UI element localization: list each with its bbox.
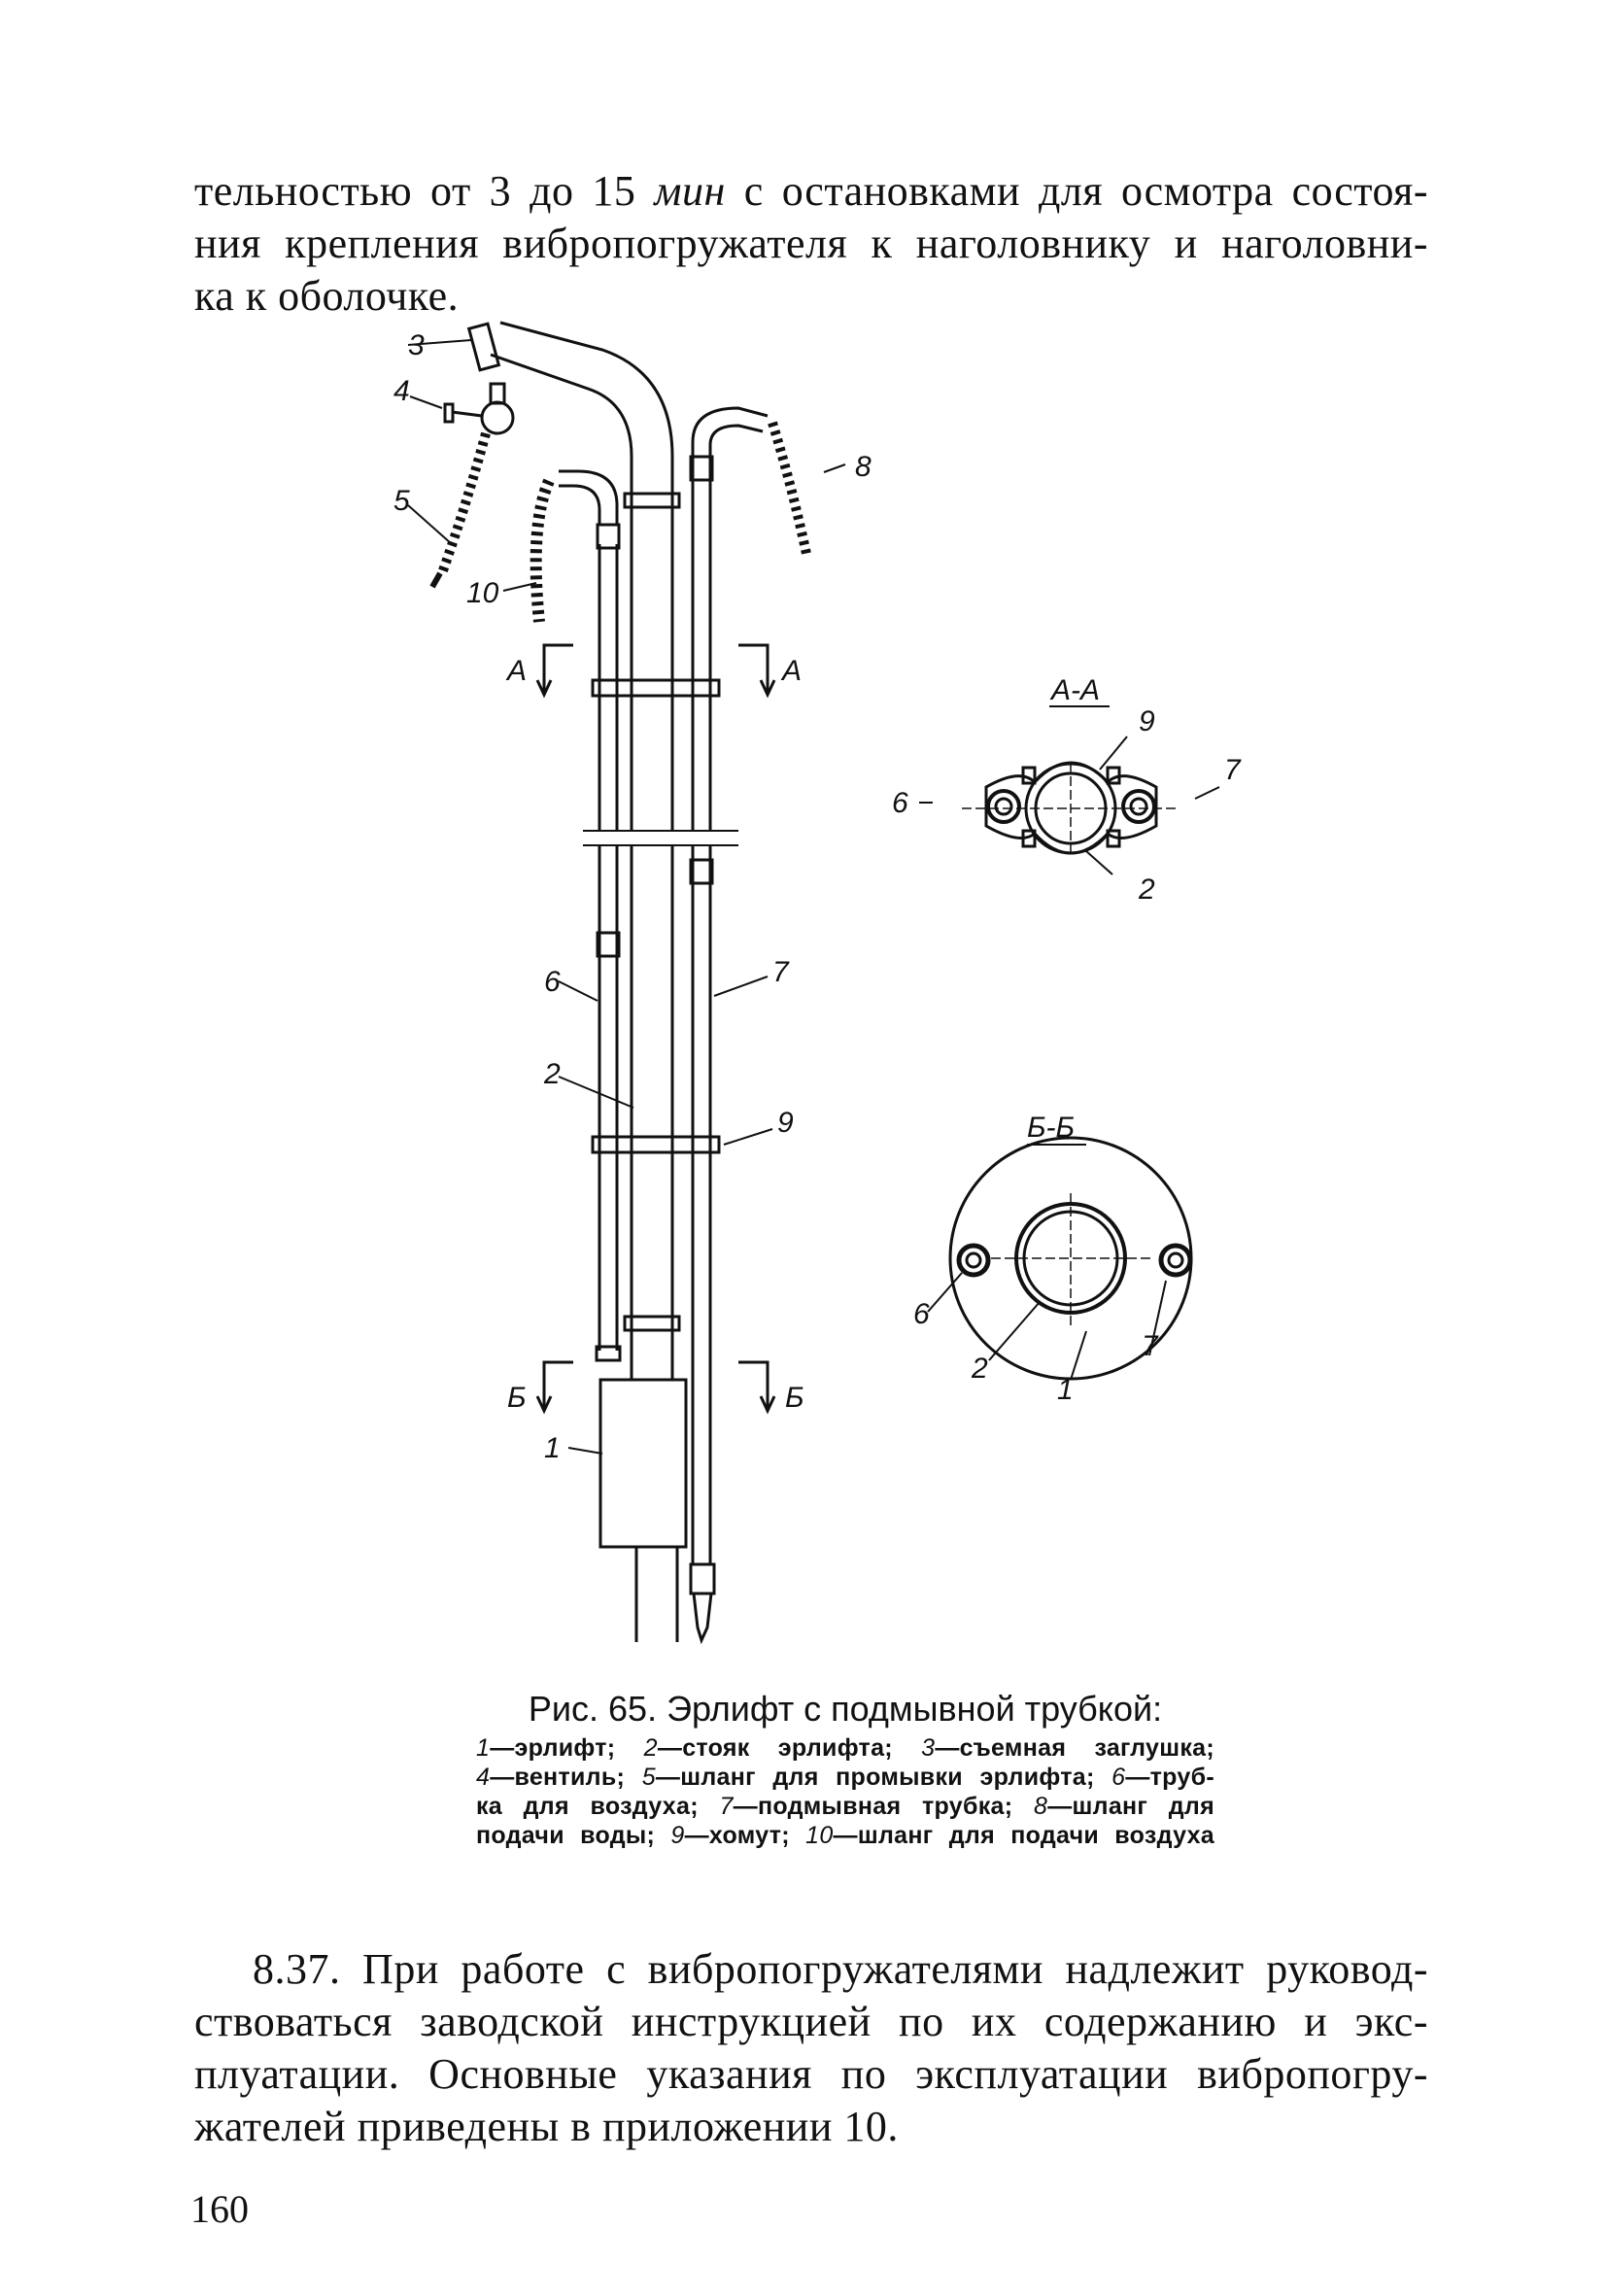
text-line: жателей приведены в приложении 10.: [194, 2103, 899, 2150]
page-number: 160: [190, 2187, 249, 2231]
clamp: [623, 1315, 681, 1332]
label-section-a-left: А: [505, 655, 527, 687]
caption-line: ка для воздуха; 7—подмывная трубка; 8—шл…: [476, 1793, 1214, 1820]
label-5: 5: [393, 485, 410, 517]
removable-plug: [466, 322, 501, 372]
caption-title: Рис. 65. Эрлифт с подмывной трубкой:: [528, 1689, 1163, 1729]
label-section-a-right: А: [780, 655, 802, 687]
valve: [443, 382, 515, 435]
section-bb: [927, 1136, 1193, 1381]
text-line: ствоваться заводской инструкцией по их с…: [194, 1998, 1428, 2045]
section-bb-label-2: 2: [971, 1353, 988, 1385]
unit-min: мин: [654, 167, 726, 215]
section-marker-a: [535, 643, 776, 699]
section-aa-label-9: 9: [1139, 705, 1155, 737]
caption-line: 4—вентиль; 5—шланг для промывки эрлифта;…: [476, 1764, 1214, 1791]
section-aa-label-2: 2: [1138, 874, 1155, 906]
airlift-riser: [490, 321, 679, 1642]
label-6: 6: [544, 966, 561, 998]
label-2: 2: [543, 1058, 561, 1090]
section-marker-b: [535, 1360, 776, 1415]
section-aa-title: А-А: [1049, 674, 1100, 706]
air-tube: [559, 469, 621, 1351]
label-section-b-left: Б: [507, 1382, 527, 1414]
caption-line: подачи воды; 9—хомут; 10—шланг для подач…: [476, 1822, 1215, 1849]
break-gap: [583, 830, 738, 846]
label-9: 9: [777, 1107, 794, 1139]
clamp: [595, 1345, 622, 1362]
text-line: плуатации. Основные указания по эксплуат…: [194, 2050, 1428, 2098]
caption-legend: 1—эрлифт; 2—стояк эрлифта; 3—съемная заг…: [476, 1733, 1214, 1850]
section-aa-label-6: 6: [892, 787, 908, 819]
label-1: 1: [544, 1432, 561, 1464]
section-aa-label-7: 7: [1224, 754, 1242, 786]
section-bb-title: Б-Б: [1027, 1112, 1075, 1144]
label-4: 4: [393, 375, 410, 407]
water-hose: [768, 421, 811, 556]
label-8: 8: [855, 451, 872, 483]
airlift-body: [598, 1378, 688, 1549]
text-line: тельностью от 3 до 15 мин с остановками …: [194, 167, 1428, 215]
air-hose: [530, 478, 555, 623]
text-line: ния крепления вибропогружателя к наголов…: [194, 220, 1428, 267]
label-section-b-right: Б: [785, 1382, 804, 1414]
text-line: ка к оболочке.: [194, 272, 460, 320]
section-aa: [919, 705, 1220, 875]
top-paragraph: тельностью от 3 до 15 мин с остановками …: [194, 165, 1428, 323]
label-3: 3: [408, 329, 425, 361]
clamp: [591, 678, 721, 698]
clamp: [591, 1135, 721, 1154]
section-bb-label-6: 6: [913, 1298, 930, 1330]
caption-line: 1—эрлифт; 2—стояк эрлифта; 3—съемная заг…: [476, 1734, 1214, 1762]
label-7: 7: [772, 956, 790, 988]
label-10: 10: [466, 577, 499, 609]
text-line: 8.37. При работе с вибропогружателями на…: [253, 1945, 1428, 1993]
bottom-paragraph: 8.37. При работе с вибропогружателями на…: [194, 1943, 1428, 2153]
flush-hose: [429, 431, 491, 589]
section-bb-label-7: 7: [1142, 1330, 1159, 1362]
washing-tube: [689, 406, 769, 1645]
section-bb-label-1: 1: [1057, 1374, 1074, 1406]
clamp: [623, 492, 681, 509]
